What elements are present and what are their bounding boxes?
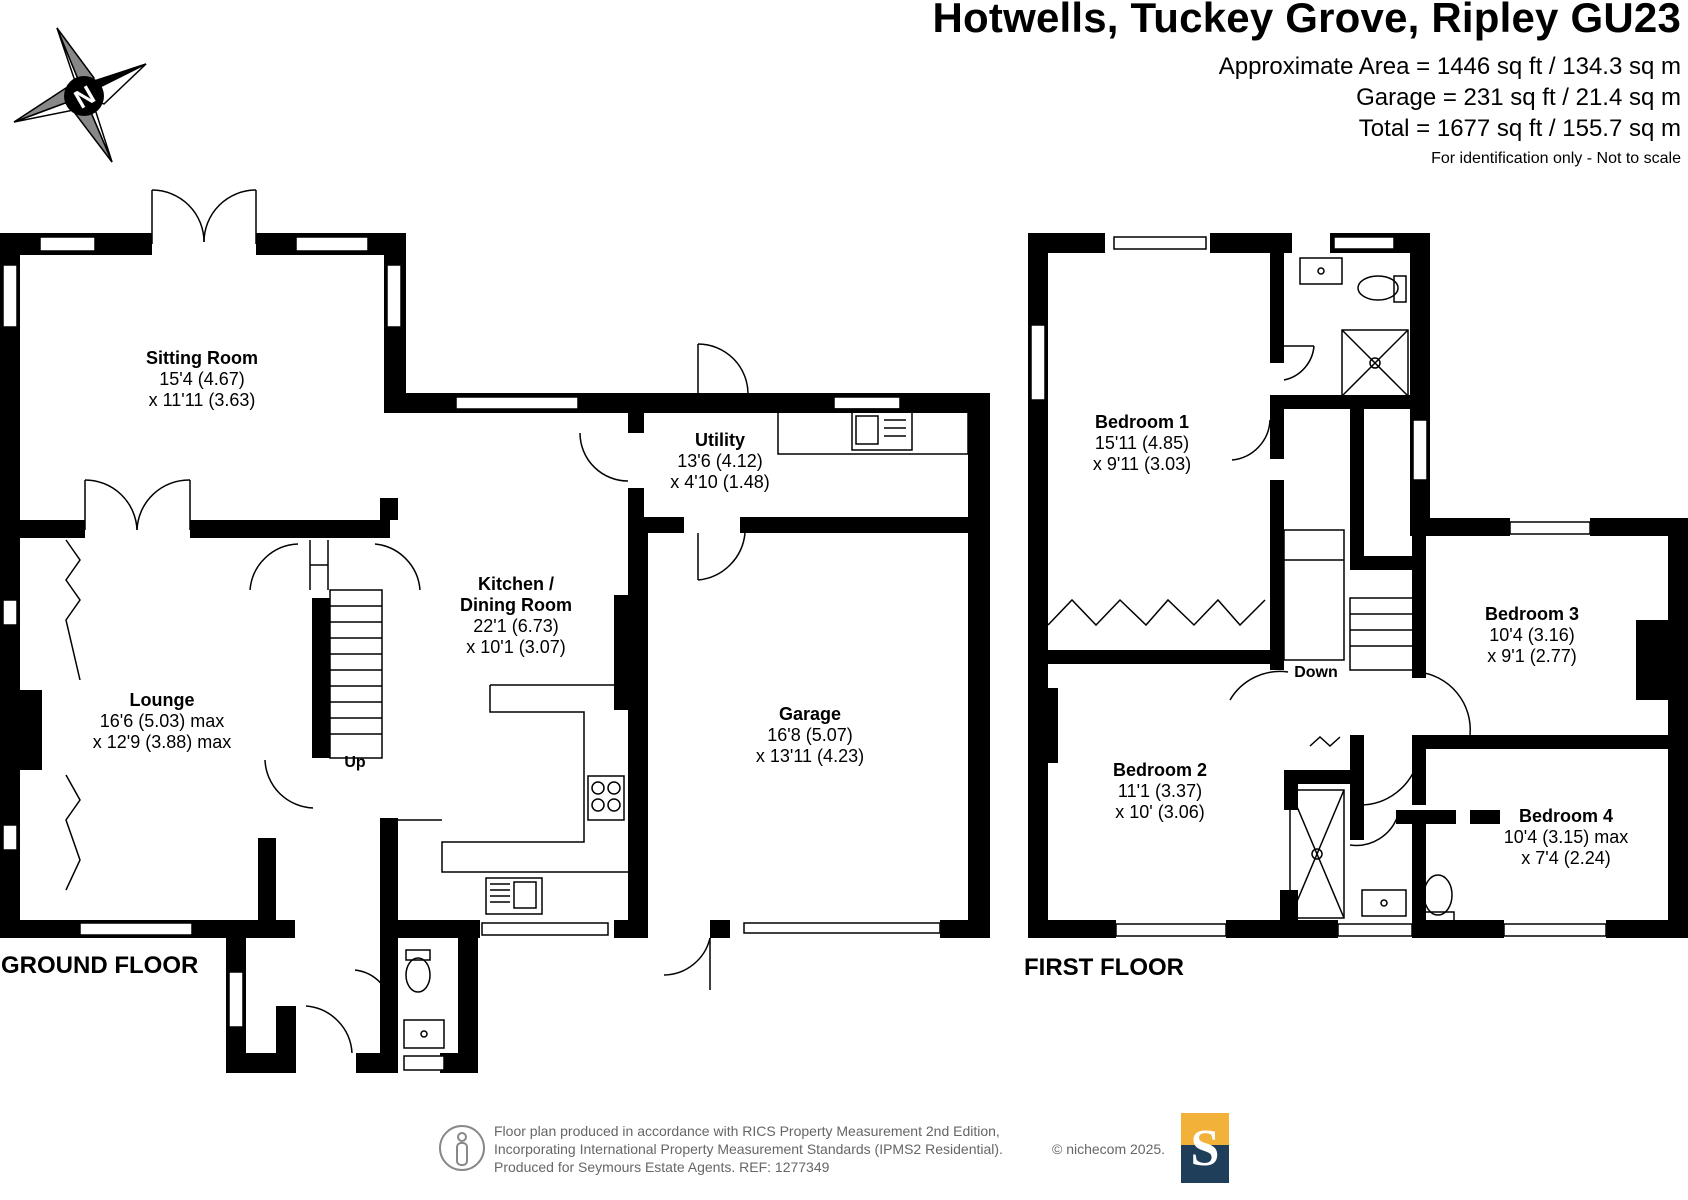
stairs-down-label: Down: [1294, 664, 1338, 681]
total-area: Total = 1677 sq ft / 155.7 sq m: [1358, 115, 1681, 142]
room-dimension: x 4'10 (1.48): [670, 472, 770, 492]
room-dimension: x 9'1 (2.77): [1487, 646, 1577, 666]
room-name: Bedroom 1: [1094, 412, 1190, 432]
room-bedroom-1: Bedroom 1 15'11 (4.85) x 9'11 (3.03): [1093, 412, 1191, 475]
room-dimension: 16'6 (5.03) max: [99, 711, 225, 731]
room-name: Utility: [694, 430, 745, 450]
person-icon: [439, 1125, 485, 1171]
room-lounge: Lounge 16'6 (5.03) max x 12'9 (3.88) max: [93, 690, 232, 753]
footer-text: Floor plan produced in accordance with R…: [494, 1122, 1003, 1176]
room-name: Lounge: [129, 690, 195, 710]
room-name: Sitting Room: [146, 348, 258, 368]
ground-floor-label: GROUND FLOOR: [1, 952, 199, 979]
room-name: Dining Room: [460, 595, 572, 615]
room-name: Kitchen /: [477, 574, 555, 594]
room-dimension: 22'1 (6.73): [473, 616, 559, 636]
room-utility: Utility 13'6 (4.12) x 4'10 (1.48): [670, 430, 770, 493]
logo-gold-band: [1181, 1113, 1229, 1145]
room-bedroom-4: Bedroom 4 10'4 (3.15) max x 7'4 (2.24): [1504, 806, 1629, 869]
room-name: Garage: [778, 704, 842, 724]
room-bedroom-3: Bedroom 3 10'4 (3.16) x 9'1 (2.77): [1485, 604, 1579, 667]
room-name: Bedroom 3: [1484, 604, 1580, 624]
room-dimension: x 13'11 (4.23): [755, 746, 865, 766]
room-dimension: x 10' (3.06): [1115, 802, 1205, 822]
room-dimension: x 10'1 (3.07): [466, 637, 566, 657]
garage-area: Garage = 231 sq ft / 21.4 sq m: [1356, 84, 1681, 111]
room-dimension: 10'4 (3.16): [1489, 625, 1575, 645]
footer-line: Produced for Seymours Estate Agents. REF…: [494, 1159, 830, 1175]
room-name: Bedroom 4: [1518, 806, 1614, 826]
room-dimension: 13'6 (4.12): [677, 451, 763, 471]
seymours-logo: S: [1181, 1113, 1229, 1183]
room-kitchen-dining: Kitchen / Dining Room 22'1 (6.73) x 10'1…: [460, 574, 572, 658]
logo-letter: S: [1190, 1120, 1220, 1177]
footer-line: Incorporating International Property Mea…: [494, 1141, 1003, 1157]
page-title: Hotwells, Tuckey Grove, Ripley GU23: [932, 0, 1681, 41]
stairs-up-label: Up: [344, 754, 366, 771]
room-dimension: 16'8 (5.07): [767, 725, 853, 745]
room-dimension: 15'4 (4.67): [159, 369, 245, 389]
room-dimension: 15'11 (4.85): [1094, 433, 1190, 453]
first-floor-label: FIRST FLOOR: [1024, 954, 1184, 981]
room-dimension: x 11'11 (3.63): [148, 390, 256, 410]
scale-note: For identification only - Not to scale: [1431, 150, 1681, 167]
room-garage: Garage 16'8 (5.07) x 13'11 (4.23): [756, 704, 864, 767]
room-bedroom-2: Bedroom 2 11'1 (3.37) x 10' (3.06): [1113, 760, 1207, 823]
room-dimension: 11'1 (3.37): [1117, 781, 1203, 801]
room-dimension: x 12'9 (3.88) max: [92, 732, 232, 752]
approximate-area: Approximate Area = 1446 sq ft / 134.3 sq…: [1218, 53, 1681, 80]
copyright-text: © nichecom 2025.: [1052, 1141, 1166, 1157]
compass-rose-icon: N: [13, 27, 147, 163]
room-sitting-room: Sitting Room 15'4 (4.67) x 11'11 (3.63): [146, 348, 258, 411]
room-dimension: 10'4 (3.15) max: [1503, 827, 1629, 847]
footer-line: Floor plan produced in accordance with R…: [494, 1123, 1000, 1139]
room-dimension: x 9'11 (3.03): [1092, 454, 1192, 474]
room-name: Bedroom 2: [1112, 760, 1208, 780]
room-dimension: x 7'4 (2.24): [1521, 848, 1611, 868]
